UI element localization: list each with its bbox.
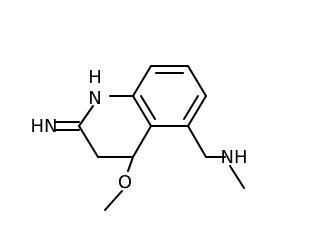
n1-hydrogen-label: H — [88, 67, 102, 88]
methoxy-o-label: O — [118, 172, 132, 193]
bond-n-ch3 — [229, 165, 245, 189]
bond-c4-o — [127, 156, 134, 172]
bond-c4a-c8a-inner — [140, 95, 156, 120]
imine-hn-label: HN — [31, 116, 58, 137]
methoxy-group — [104, 156, 134, 211]
n1-label: N — [88, 88, 101, 109]
bond-n1-c2 — [78, 105, 94, 127]
bond-c2-c3 — [78, 125, 99, 158]
bond-c8a-c8 — [132, 65, 152, 97]
bond-c4-c4a — [132, 125, 152, 158]
amine-nh-label: NH — [221, 147, 248, 168]
benzene-ring — [132, 65, 207, 127]
bond-c6-c5-inner — [183, 95, 199, 120]
aminomethyl-chain — [187, 125, 245, 189]
bond-c6-c5 — [187, 95, 207, 127]
bond-c7-c6 — [187, 65, 207, 97]
bond-o-ch3 — [104, 190, 123, 211]
bond-c4a-c8a — [132, 95, 152, 127]
molecule-structure: H N HN O NH — [31, 65, 248, 211]
imine-double-bond — [55, 121, 80, 131]
bond-ring-ch2 — [187, 125, 207, 158]
dihydro-ring — [78, 95, 152, 158]
